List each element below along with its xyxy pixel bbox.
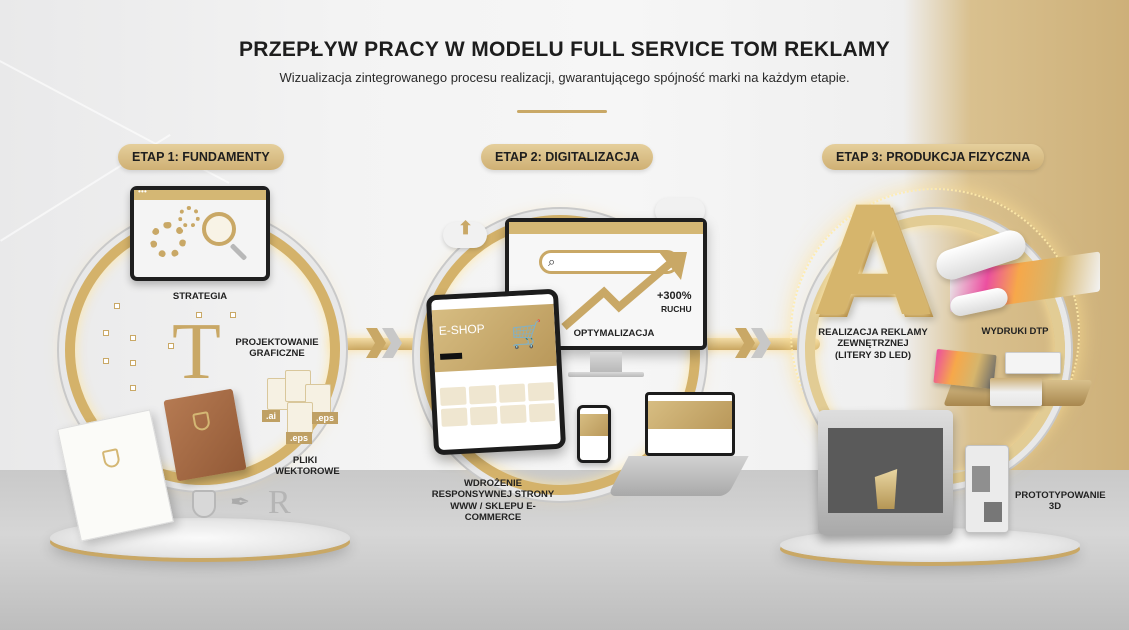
- label-reklama-zewnetrzna: REALIZACJA REKLAMY ZEWNĘTRZNEJ (LITERY 3…: [818, 327, 928, 361]
- flow-arrow-2-3: [735, 328, 771, 358]
- eshop-tablet: E-SHOP 🛒: [425, 288, 567, 456]
- traffic-metric-label: RUCHU: [661, 304, 692, 314]
- business-card-stack-gold-icon: [990, 378, 1042, 406]
- acrylic-logo-shield-icon: [192, 490, 216, 518]
- product-tile: [468, 385, 497, 405]
- prototype-part: [972, 466, 990, 492]
- traffic-metric: +300%: [657, 290, 692, 302]
- window-bar: [134, 187, 266, 200]
- strategy-tablet: [130, 186, 270, 281]
- prototype-part: [984, 502, 1002, 522]
- vector-node: [114, 303, 120, 309]
- title-divider: [517, 110, 607, 113]
- laptop-screen: [645, 392, 735, 456]
- product-tile: [527, 381, 555, 402]
- arrow-up-icon: ⬆: [458, 218, 474, 238]
- vector-node: [196, 312, 202, 318]
- laptop-keyboard: [607, 456, 749, 496]
- flow-arrow-1-2: [366, 328, 402, 358]
- chevron-right-icon: [382, 328, 402, 358]
- vector-node: [103, 330, 109, 336]
- label-optymalizacja: OPTYMALIZACJA: [573, 328, 655, 339]
- 3d-printer-icon: [818, 410, 953, 535]
- shop-hero: E-SHOP 🛒: [431, 303, 557, 373]
- brandbook-brown-icon: [163, 388, 247, 482]
- monitor-stand: [590, 352, 622, 372]
- shield-icon: [192, 411, 212, 432]
- label-projektowanie-graficzne: PROJEKTOWANIE GRAFICZNE: [235, 337, 319, 360]
- label-wdrozenie-strony: WDROŻENIE RESPONSYWNEJ STRONY WWW / SKLE…: [431, 478, 555, 524]
- page-subtitle: Wizualizacja zintegrowanego procesu real…: [279, 70, 850, 85]
- label-pliki-wektorowe: PLIKI WEKTOROWE: [275, 455, 340, 478]
- vector-node: [130, 360, 136, 366]
- file-tag-ai: .ai: [262, 410, 281, 422]
- business-card-stack-icon: [1005, 352, 1061, 374]
- stage-2-pill: ETAP 2: DIGITALIZACJA: [481, 144, 654, 170]
- window-bar: [509, 222, 703, 234]
- product-tile: [440, 407, 469, 427]
- gear-icon: [150, 222, 186, 258]
- smartphone: [577, 405, 611, 463]
- product-tile: [498, 383, 526, 403]
- file-tag-eps: .eps: [286, 432, 313, 444]
- gear-small-icon: [178, 206, 200, 228]
- chevron-right-icon: [735, 328, 755, 358]
- cloud-upload-icon: ⬆: [443, 218, 487, 248]
- product-tile: [528, 402, 556, 423]
- compass-magnifier-icon: [202, 212, 236, 246]
- vector-node: [130, 385, 136, 391]
- stage-1-pill: ETAP 1: FUNDAMENTY: [118, 144, 284, 170]
- printed-model: [874, 469, 898, 509]
- laptop-hero: [648, 401, 732, 429]
- prototype-model-icon: [965, 445, 1009, 533]
- vector-node: [230, 312, 236, 318]
- acrylic-letter-r-icon: R: [268, 484, 291, 521]
- label-strategia: STRATEGIA: [172, 291, 228, 302]
- page-title: PRZEPŁYW PRACY W MODELU FULL SERVICE TOM…: [238, 38, 891, 61]
- letter-t-icon: T: [172, 308, 221, 396]
- file-tag-eps-2: .eps: [312, 412, 339, 424]
- search-icon: ⌕: [548, 254, 556, 269]
- phone-hero: [580, 414, 608, 436]
- product-grid: [435, 366, 560, 431]
- trend-arrow-icon: [561, 252, 687, 331]
- product-tile: [499, 404, 527, 424]
- brochure-stack-icon: [933, 348, 997, 390]
- monitor-base: [568, 372, 644, 377]
- label-wydruki-dtp: WYDRUKI DTP: [981, 326, 1049, 337]
- vector-node: [130, 335, 136, 341]
- chevron-right-icon: [366, 328, 386, 358]
- led-letter-a-icon: A: [815, 176, 932, 350]
- stage-3-pill: ETAP 3: PRODUKCJA FIZYCZNA: [822, 144, 1045, 170]
- shop-title: E-SHOP: [438, 321, 486, 338]
- shopping-cart-icon: 🛒: [509, 318, 544, 351]
- acrylic-pen-nib-icon: ✒: [230, 489, 251, 516]
- file-icon: [287, 402, 313, 434]
- product-tile: [470, 406, 498, 426]
- shield-icon: [101, 448, 122, 469]
- label-prototypowanie-3d: PROTOTYPOWANIE 3D: [1015, 490, 1106, 513]
- vector-node: [168, 343, 174, 349]
- vector-node: [103, 358, 109, 364]
- shop-cta-button: [439, 352, 463, 360]
- chevron-right-icon: [751, 328, 771, 358]
- product-tile: [439, 386, 467, 406]
